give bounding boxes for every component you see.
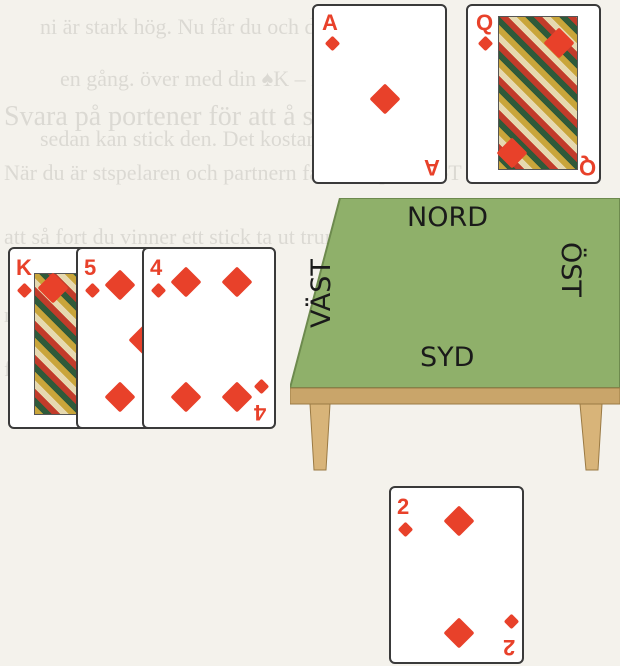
table-leg <box>580 404 602 470</box>
card-west-four[interactable]: 4 4 <box>142 247 276 429</box>
diamond-icon <box>398 522 414 538</box>
card-rank: 5 <box>84 257 96 279</box>
card-rank: 4 <box>150 257 162 279</box>
diamond-icon <box>170 266 201 297</box>
card-rank: 2 <box>397 496 409 518</box>
bg-line: en gång. över med din ♠K – räck <box>60 66 349 92</box>
label-north: NORD <box>407 202 488 233</box>
diamond-icon <box>369 83 400 114</box>
bg-line: Svara på portener för att å stäm <box>4 104 355 130</box>
diamond-icon <box>104 269 135 300</box>
card-rank: Q <box>579 156 596 178</box>
bg-line: ni är stark hög. Nu får du och din <box>40 14 333 40</box>
card-rank: A <box>322 12 338 34</box>
label-east: ÖST <box>555 242 586 297</box>
card-table: NORD SYD VÄST ÖST <box>290 198 620 398</box>
bg-line: sedan kan stick den. Det kostar <box>40 126 314 152</box>
card-rank: A <box>424 156 440 178</box>
label-south: SYD <box>420 342 474 373</box>
diamond-icon <box>221 381 252 412</box>
diamond-icon <box>85 283 101 299</box>
diamond-icon <box>504 614 520 630</box>
diamond-icon <box>170 381 201 412</box>
diamond-icon <box>443 617 474 648</box>
diamond-icon <box>104 381 135 412</box>
card-rank: K <box>16 257 32 279</box>
card-south-two[interactable]: 2 2 <box>389 486 524 664</box>
diamond-icon <box>17 283 33 299</box>
label-west: VÄST <box>306 259 337 328</box>
card-rank: Q <box>476 12 493 34</box>
card-north-ace[interactable]: A A <box>312 4 447 184</box>
diamond-icon <box>254 379 270 395</box>
diamond-icon <box>221 266 252 297</box>
table-drawing <box>290 198 620 478</box>
diamond-icon <box>478 36 494 52</box>
card-rank: 2 <box>503 636 515 658</box>
card-north-queen[interactable]: Q Q <box>466 4 601 184</box>
diamond-icon <box>325 36 341 52</box>
diamond-icon <box>443 505 474 536</box>
table-leg <box>310 404 330 470</box>
table-edge <box>290 388 620 404</box>
card-rank: 4 <box>254 401 266 423</box>
diamond-icon <box>151 283 167 299</box>
